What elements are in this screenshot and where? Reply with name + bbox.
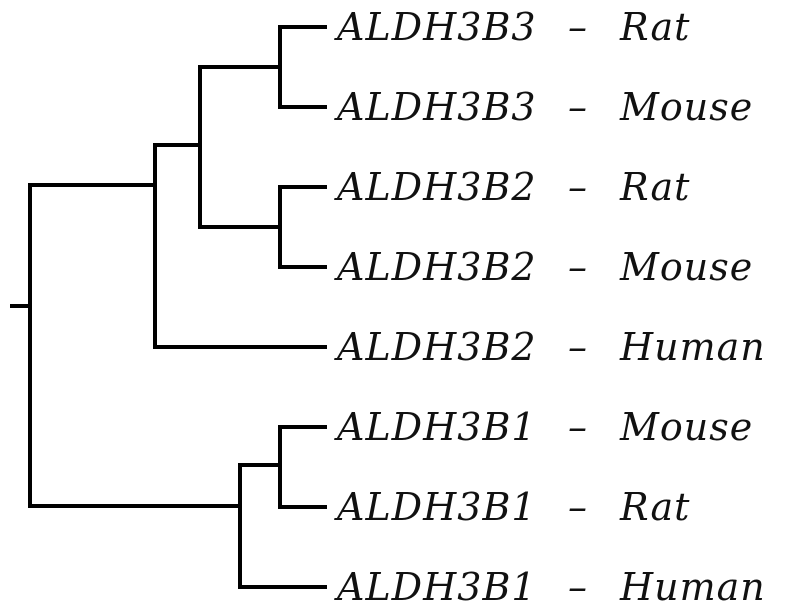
leaf-gene-3: ALDH3B2 [334,165,537,209]
leaf-gene-1: ALDH3B3 [334,5,537,49]
leaf-species-2: Mouse [619,85,753,129]
leaf-species-7: Rat [619,485,690,529]
leaf-separator-3: – [568,165,588,209]
leaf-label: ALDH3B1 – Human [334,565,766,609]
leaf-label: ALDH3B3 – Mouse [334,85,753,129]
leaf-label: ALDH3B3 – Rat [334,5,690,49]
leaf-species-5: Human [619,325,766,369]
leaf-separator-8: – [568,565,588,609]
leaf-species-6: Mouse [619,405,753,449]
leaf-species-3: Rat [619,165,690,209]
leaf-separator-5: – [568,325,588,369]
leaf-label: ALDH3B2 – Human [334,325,766,369]
leaf-label: ALDH3B2 – Rat [334,165,690,209]
leaf-species-4: Mouse [619,245,753,289]
leaf-separator-1: – [568,5,588,49]
leaf-species-1: Rat [619,5,690,49]
leaf-separator-7: – [568,485,588,529]
leaf-gene-5: ALDH3B2 [334,325,537,369]
leaf-gene-6: ALDH3B1 [334,405,537,449]
leaf-gene-4: ALDH3B2 [334,245,537,289]
leaf-label: ALDH3B1 – Rat [334,485,690,529]
leaf-separator-6: – [568,405,588,449]
leaf-gene-8: ALDH3B1 [334,565,537,609]
leaf-label: ALDH3B1 – Mouse [334,405,753,449]
leaf-species-8: Human [619,565,766,609]
leaf-separator-4: – [568,245,588,289]
leaf-gene-2: ALDH3B3 [334,85,537,129]
leaf-gene-7: ALDH3B1 [334,485,537,529]
leaf-separator-2: – [568,85,588,129]
leaf-label: ALDH3B2 – Mouse [334,245,753,289]
